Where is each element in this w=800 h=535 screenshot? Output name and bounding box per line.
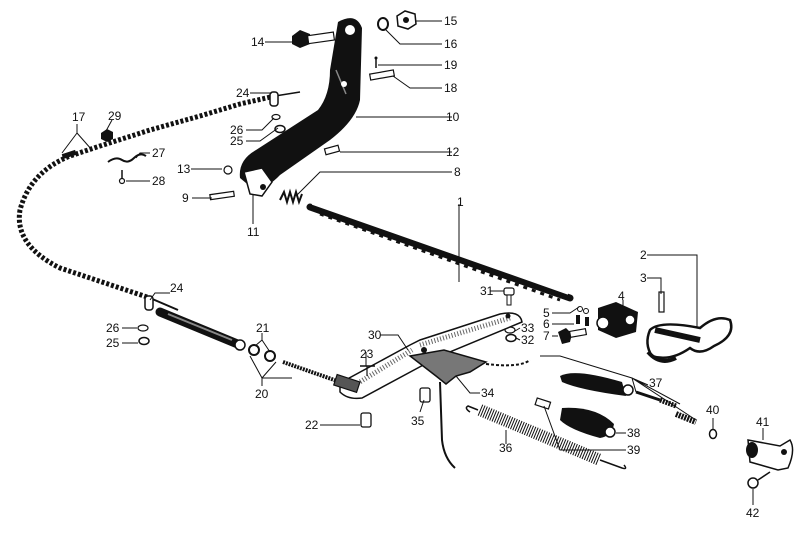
label-35: 35 <box>411 414 425 428</box>
washer-part-40 <box>708 428 718 440</box>
pin-part-12 <box>323 144 341 156</box>
label-12: 12 <box>446 145 460 159</box>
label-31: 31 <box>480 284 494 298</box>
nut-part-21b <box>264 350 276 362</box>
nut-part-25-upper <box>274 124 286 134</box>
label-37: 37 <box>649 376 663 390</box>
nut-part-25-lower <box>138 336 150 346</box>
callout-labels: 1 2 3 4 5 6 7 8 9 10 11 12 13 14 15 16 1… <box>72 14 770 520</box>
label-19: 19 <box>444 58 458 72</box>
label-17: 17 <box>72 110 86 124</box>
label-18: 18 <box>444 81 458 95</box>
screw-part-28 <box>118 170 126 185</box>
washer-part-16 <box>377 17 389 31</box>
label-34: 34 <box>481 386 495 400</box>
ball-part-5 <box>577 306 589 314</box>
label-24-upper: 24 <box>236 86 250 100</box>
label-20: 20 <box>255 387 269 401</box>
bracket-part-41 <box>746 438 794 471</box>
adjusting-rod-part-20 <box>282 360 361 394</box>
cable-end-tube-part <box>155 307 246 351</box>
screw-part-42 <box>747 471 771 489</box>
label-10: 10 <box>446 110 460 124</box>
bracket-part-34 <box>408 349 531 469</box>
label-14: 14 <box>251 35 265 49</box>
label-38: 38 <box>627 426 641 440</box>
cotter-part-23 <box>360 365 375 376</box>
spring-part-8 <box>279 188 303 206</box>
pawl-part-11 <box>243 167 273 197</box>
label-36: 36 <box>499 441 513 455</box>
nut-part-21a <box>248 344 260 356</box>
label-16: 16 <box>444 37 458 51</box>
washer-part-13 <box>223 165 233 175</box>
label-32: 32 <box>521 333 535 347</box>
nut-part-15 <box>396 10 417 30</box>
label-30: 30 <box>368 328 382 342</box>
cable-sleeve-part <box>61 149 77 160</box>
label-5: 5 <box>543 306 550 320</box>
clip-part-27 <box>107 153 147 163</box>
rubber-boot-part-38 <box>560 407 616 438</box>
label-42: 42 <box>746 506 760 520</box>
label-39: 39 <box>627 443 641 457</box>
label-28: 28 <box>152 174 166 188</box>
washer-part-26-lower <box>137 324 149 332</box>
label-26-lower: 26 <box>106 321 120 335</box>
label-4: 4 <box>618 289 625 303</box>
pin-part-3 <box>658 291 665 313</box>
label-27: 27 <box>152 146 166 160</box>
label-3: 3 <box>640 271 647 285</box>
cable-clip-part-24-upper <box>269 91 279 107</box>
nut-part-32 <box>505 333 517 343</box>
brake-lever-part-10 <box>239 18 362 189</box>
label-22: 22 <box>305 418 319 432</box>
pin-part-35 <box>419 387 431 403</box>
label-2: 2 <box>640 248 647 262</box>
return-spring-part-36 <box>465 404 627 470</box>
label-11: 11 <box>247 225 260 239</box>
label-41: 41 <box>756 415 770 429</box>
guide-block-part-4 <box>596 302 638 338</box>
leader-lines <box>61 20 764 505</box>
label-6: 6 <box>543 317 550 331</box>
bolt-part-14 <box>292 30 336 48</box>
label-25-upper: 25 <box>230 134 244 148</box>
label-29: 29 <box>108 109 122 123</box>
label-33: 33 <box>521 321 535 335</box>
cable-assembly-part-37 <box>560 373 698 425</box>
sleeve-part-39 <box>534 397 552 410</box>
label-1: 1 <box>457 195 464 209</box>
label-24-lower: 24 <box>170 281 184 295</box>
pin-part-22 <box>360 412 372 428</box>
cable-part-17 <box>16 91 301 311</box>
label-9: 9 <box>182 191 189 205</box>
label-7: 7 <box>543 329 550 343</box>
label-13: 13 <box>177 162 191 176</box>
spring-part-6 <box>576 315 589 326</box>
label-8: 8 <box>454 165 461 179</box>
label-15: 15 <box>444 14 458 28</box>
label-25-lower: 25 <box>106 336 120 350</box>
label-21: 21 <box>256 321 270 335</box>
ratchet-rod-part-1 <box>306 203 574 302</box>
cable-clip-part-24-lower <box>144 295 154 311</box>
nut-part-29 <box>101 129 113 142</box>
label-23: 23 <box>360 347 374 361</box>
label-40: 40 <box>706 403 720 417</box>
pin-part-18 <box>368 69 396 81</box>
label-26-upper: 26 <box>230 123 244 137</box>
screw-part-7 <box>558 327 588 344</box>
bolt-part-31 <box>503 287 515 306</box>
handle-grip-part-2 <box>646 317 733 363</box>
pin-part-9 <box>209 190 235 201</box>
cotter-part-19 <box>374 56 378 68</box>
